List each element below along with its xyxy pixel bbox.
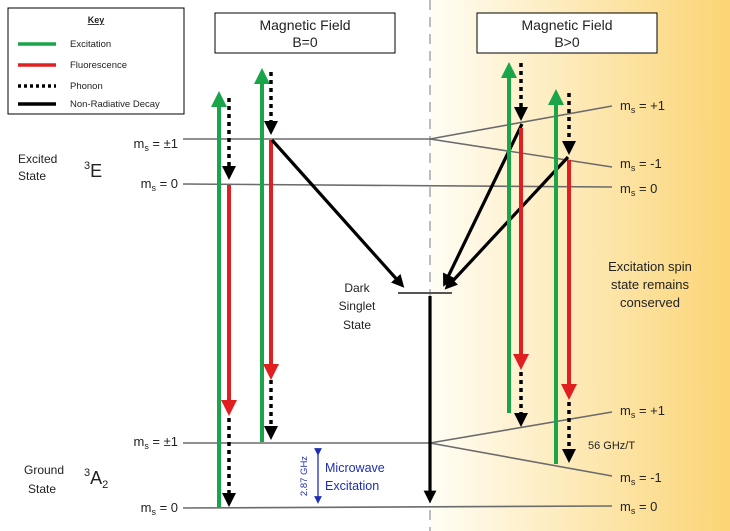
label-left-excited-0: ms = 0 xyxy=(141,176,178,193)
microwave-label-line1: Microwave xyxy=(325,461,385,475)
panel-header-right: Magnetic Field B>0 xyxy=(476,12,658,54)
magnetic-field-region xyxy=(430,0,730,531)
ground-state-line2: State xyxy=(28,482,56,496)
excited-state-line1: Excited xyxy=(18,152,57,166)
label-left-ground-0: ms = 0 xyxy=(141,500,178,517)
microwave-frequency: 2.87 GHz xyxy=(299,456,310,496)
legend-excitation-label: Excitation xyxy=(70,39,111,50)
microwave-label-line2: Excitation xyxy=(325,479,379,493)
excited-state-line2: State xyxy=(18,169,46,183)
label-right-excited-plus1: ms = +1 xyxy=(620,98,665,115)
conserved-note-line1: Excitation spin xyxy=(608,259,692,274)
level-excited-plus1-split xyxy=(429,105,613,140)
legend-fluorescence-label: Fluorescence xyxy=(70,60,127,71)
zeeman-coefficient: 56 GHz/T xyxy=(588,440,635,452)
label-right-ground-plus1: ms = +1 xyxy=(620,403,665,420)
dark-state-line1: Dark xyxy=(344,281,370,295)
dark-state-line2: Singlet xyxy=(339,299,376,313)
decay-arrow-left-to-dark xyxy=(270,138,405,288)
label-right-excited-minus1: ms = -1 xyxy=(620,156,662,173)
excited-state-symbol: 3E xyxy=(84,160,102,181)
ground-state-symbol: 3A2 xyxy=(84,467,108,491)
panel-left-line1: Magnetic Field xyxy=(259,17,350,33)
panel-header-left: Magnetic Field B=0 xyxy=(214,12,396,54)
conserved-note-line2: state remains xyxy=(611,277,690,292)
legend-title: Key xyxy=(88,15,105,25)
level-ground-plus1-split xyxy=(429,411,613,444)
legend-decay-label: Non-Radiative Decay xyxy=(70,99,160,110)
panel-left-line2: B=0 xyxy=(292,34,318,50)
legend: Key Excitation Fluorescence Phonon Non-R… xyxy=(7,7,185,115)
panel-right-line1: Magnetic Field xyxy=(521,17,612,33)
dark-state-line3: State xyxy=(343,318,371,332)
conserved-note-line3: conserved xyxy=(620,295,680,310)
ground-state-line1: Ground xyxy=(24,463,64,477)
level-ground-minus1-split xyxy=(429,442,613,477)
label-left-excited-pm1: ms = ±1 xyxy=(133,136,178,153)
label-right-ground-0: ms = 0 xyxy=(620,499,657,516)
label-right-excited-0: ms = 0 xyxy=(620,181,657,198)
label-right-ground-minus1: ms = -1 xyxy=(620,470,662,487)
legend-phonon-label: Phonon xyxy=(70,81,103,92)
level-ground-0 xyxy=(182,505,613,509)
label-left-ground-pm1: ms = ±1 xyxy=(133,434,178,451)
panel-right-line2: B>0 xyxy=(554,34,580,50)
